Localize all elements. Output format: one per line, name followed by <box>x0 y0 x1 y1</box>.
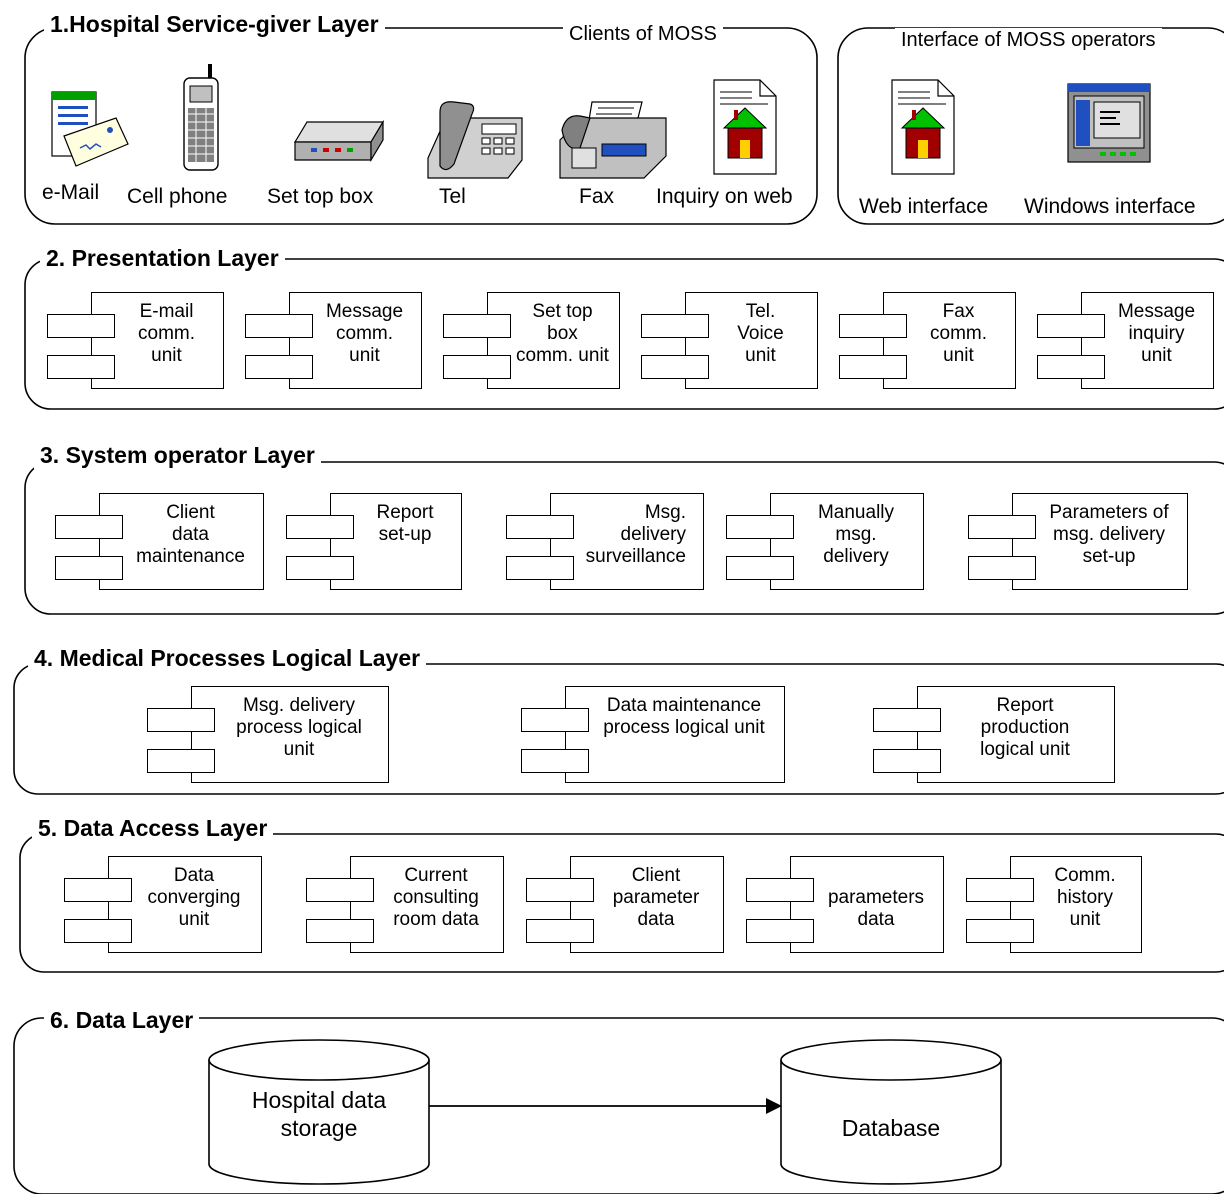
access-unit-comm-history: Comm. history unit <box>966 856 1142 953</box>
telephone-icon <box>427 101 523 179</box>
presentation-unit-message: Message comm. unit <box>245 292 422 389</box>
component-label: Current consulting room data <box>393 865 479 930</box>
component-label: Client data maintenance <box>136 502 245 567</box>
component-label: Message comm. unit <box>325 301 404 366</box>
layer6-frame <box>13 1017 1224 1194</box>
operator-label-windows-interface: Windows interface <box>1024 195 1196 218</box>
operator-label-web-interface: Web interface <box>859 195 989 218</box>
presentation-unit-message-inquiry: Message inquiry unit <box>1037 292 1214 389</box>
component-label: Fax comm. unit <box>930 301 987 366</box>
presentation-unit-tel-voice: Tel. Voice unit <box>641 292 818 389</box>
operator-unit-manually-msg-delivery: Manually msg. delivery <box>726 493 924 590</box>
clients-title: Clients of MOSS <box>563 22 723 46</box>
component-label: Parameters of msg. delivery set-up <box>1049 502 1169 567</box>
email-icon <box>51 91 129 167</box>
client-label-inquiry-on-web: Inquiry on web <box>656 185 793 208</box>
database-label: Database <box>841 1115 941 1141</box>
presentation-unit-email: E-mail comm. unit <box>47 292 224 389</box>
access-unit-client-parameter-data: Client parameter data <box>526 856 724 953</box>
access-unit-parameters-data: parameters data <box>746 856 944 953</box>
layer2-frame <box>24 258 1224 410</box>
component-label: Message inquiry unit <box>1117 301 1196 366</box>
layer3-title: 3. System operator Layer <box>34 441 321 469</box>
component-label: Data maintenance process logical unit <box>603 695 765 738</box>
web-document-icon <box>713 79 777 175</box>
logic-unit-data-maintenance-process: Data maintenance process logical unit <box>521 686 785 783</box>
component-label: Msg. delivery process logical unit <box>236 695 362 760</box>
storage-to-database-arrowhead <box>766 1098 782 1114</box>
database-cylinder-top <box>780 1039 1002 1081</box>
set-top-box-icon <box>293 119 385 163</box>
component-label: Client parameter data <box>612 865 700 930</box>
client-label-set-top-box: Set top box <box>267 185 374 208</box>
layer5-title: 5. Data Access Layer <box>32 814 274 842</box>
web-document-icon <box>891 79 955 175</box>
fax-icon <box>559 101 667 179</box>
component-label: Data converging unit <box>147 865 241 930</box>
layer6-title: 6. Data Layer <box>44 1006 200 1034</box>
layer4-title: 4. Medical Processes Logical Layer <box>28 644 427 672</box>
operators-title: Interface of MOSS operators <box>895 28 1162 52</box>
client-label-tel: Tel <box>439 185 466 208</box>
presentation-unit-fax: Fax comm. unit <box>839 292 1016 389</box>
component-label: Report set-up <box>376 502 434 545</box>
component-label: Report production logical unit <box>980 695 1070 760</box>
component-label: Set top box comm. unit <box>516 301 609 366</box>
logic-unit-msg-delivery-process: Msg. delivery process logical unit <box>147 686 389 783</box>
hospital-data-storage-cylinder <box>208 1060 430 1185</box>
hospital-data-storage-label: Hospital data storage <box>251 1087 387 1141</box>
component-label: E-mail comm. unit <box>138 301 195 366</box>
component-label: Comm. history unit <box>1054 865 1116 930</box>
layer4-frame <box>13 663 1224 795</box>
operator-unit-msg-delivery-surveillance: Msg. delivery surveillance <box>506 493 704 590</box>
component-label: Manually msg. delivery <box>817 502 895 567</box>
logic-unit-report-production: Report production logical unit <box>873 686 1115 783</box>
client-label-cell-phone: Cell phone <box>127 185 228 208</box>
client-label-fax: Fax <box>579 185 615 208</box>
component-label: parameters data <box>827 887 925 930</box>
component-label: Tel. Voice unit <box>737 301 784 366</box>
database-cylinder <box>780 1060 1002 1185</box>
access-unit-data-converging: Data converging unit <box>64 856 262 953</box>
layer1-title: 1.Hospital Service-giver Layer <box>44 10 385 38</box>
hospital-data-storage-cylinder-top <box>208 1039 430 1081</box>
operator-unit-client-data-maintenance: Client data maintenance <box>55 493 264 590</box>
layer3-frame <box>24 461 1224 615</box>
layer2-title: 2. Presentation Layer <box>40 244 285 272</box>
operator-unit-report-setup: Report set-up <box>286 493 462 590</box>
operator-unit-parameters-setup: Parameters of msg. delivery set-up <box>968 493 1188 590</box>
layer1-clients-frame <box>24 27 818 225</box>
presentation-unit-set-top-box: Set top box comm. unit <box>443 292 620 389</box>
windows-screen-icon <box>1067 83 1151 163</box>
access-unit-current-consulting-room-data: Current consulting room data <box>306 856 504 953</box>
component-label: Msg. delivery surveillance <box>585 502 686 567</box>
layer5-frame <box>19 833 1224 973</box>
client-label-email: e-Mail <box>42 181 100 204</box>
cell-phone-icon <box>183 64 219 171</box>
